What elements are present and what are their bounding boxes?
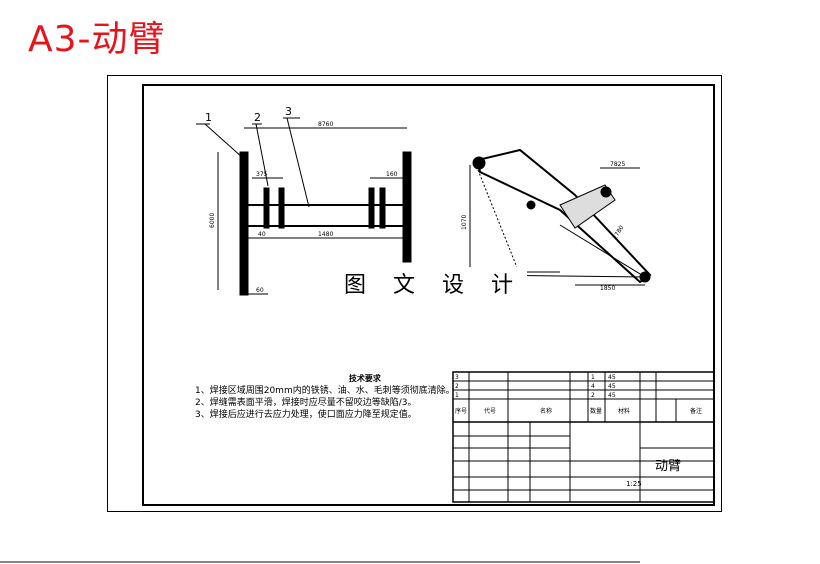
part-name: 动臂 [655,459,682,474]
scale: 1:25 [626,480,642,488]
svg-text:4: 4 [591,383,595,390]
svg-text:160: 160 [386,171,398,178]
svg-text:40: 40 [258,231,266,238]
svg-text:45: 45 [608,392,616,399]
svg-text:序号: 序号 [455,407,467,415]
svg-text:1070: 1070 [461,215,468,230]
label-3: 3 [285,105,292,118]
notes-heading: 技术要求 [348,374,381,383]
label-1: 1 [205,111,212,124]
svg-text:备注: 备注 [690,407,702,415]
svg-text:2: 2 [455,383,459,390]
svg-text:375: 375 [256,171,268,178]
note-item: 3、焊接后应进行去应力处理，使口面应力降至规定值。 [195,410,417,420]
svg-text:1480: 1480 [318,231,333,238]
svg-text:3: 3 [455,374,459,381]
left-plate [239,151,249,296]
svg-text:8760: 8760 [318,121,333,128]
svg-text:2: 2 [591,392,595,399]
svg-text:45: 45 [608,374,616,381]
divider [0,561,640,563]
svg-text:45: 45 [608,383,616,390]
svg-text:2780: 2780 [612,224,626,241]
svg-text:7825: 7825 [610,161,625,168]
note-item: 1、焊接区域周围20mm内的铁锈、油、水、毛刺等须彻底清除。 [195,386,455,396]
svg-text:1: 1 [455,392,459,399]
right-plate [402,151,412,263]
page-title: A3-动臂 [28,19,166,60]
svg-text:名称: 名称 [540,407,552,415]
svg-text:1850: 1850 [600,285,615,292]
drawing-sheet [107,75,722,512]
label-2: 2 [254,111,261,124]
svg-text:材料: 材料 [618,407,630,415]
drawing-frame [142,84,715,506]
svg-text:代号: 代号 [484,407,496,415]
technical-notes: 技术要求 1、焊接区域周围20mm内的铁锈、油、水、毛刺等须彻底清除。 2、焊缝… [195,373,455,421]
svg-text:6000: 6000 [209,213,216,228]
svg-text:1: 1 [591,374,595,381]
note-item: 2、焊缝需表面平滑，焊接时应尽量不留咬边等缺陷/3。 [195,398,417,408]
svg-text:数量: 数量 [590,407,602,415]
watermark: 图 文 设 计 [340,267,527,299]
svg-text:60: 60 [256,287,264,294]
